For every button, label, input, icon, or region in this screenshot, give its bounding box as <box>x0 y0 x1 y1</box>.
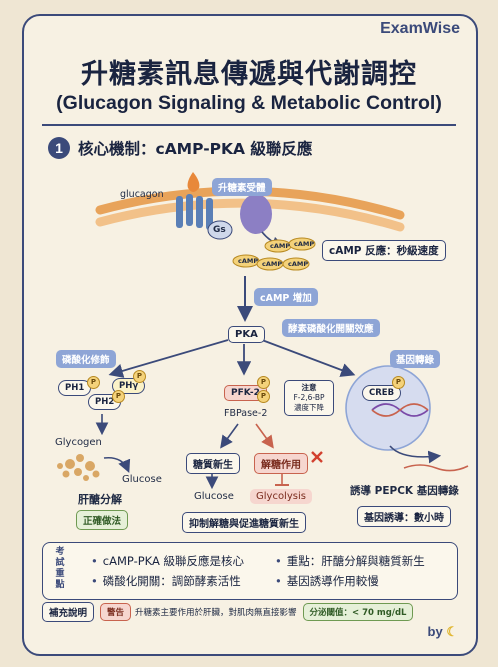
arrow-to-gluconeogenesis <box>220 423 239 449</box>
brand-logo: ExamWise <box>380 20 460 37</box>
attention-box: 注意 F-2,6-BP 濃度下降 <box>284 380 334 416</box>
gluconeogenesis-box: 糖質新生 <box>186 453 240 474</box>
gene-induction-label: 基因誘導：數小時 <box>357 506 451 527</box>
page-title: 升糖素訊息傳遞與代謝調控 <box>81 59 417 90</box>
arrow-to-pepck <box>389 445 442 464</box>
signature-text: by <box>427 624 443 639</box>
phy-phosphate: P <box>133 370 146 383</box>
section-heading: 1 核心機制：cAMP-PKA 級聯反應 <box>48 137 312 159</box>
glycolysis-effect-box: 解糖作用 <box>254 453 308 474</box>
glycolysis-label: Glycolysis <box>250 489 312 504</box>
adenylyl-cyclase <box>240 194 272 234</box>
summary-item-2: 重點：肝醣分解與糖質新生 <box>275 553 425 569</box>
correct-practice-badge: 正確做法 <box>76 510 129 530</box>
arrow-glycogen-to-glucose <box>103 456 131 473</box>
attention-line-2: 濃度下降 <box>294 403 324 412</box>
creb-box: CREB <box>362 385 402 401</box>
camp-cluster <box>232 237 316 271</box>
phosphorylation-label: 磷酸化修飾 <box>56 350 116 368</box>
camp-molecule-4: cAMP <box>262 260 283 268</box>
attention-title: 注意 <box>301 383 317 392</box>
camp-molecule-2: cAMP <box>294 240 315 248</box>
notes-label: 補充說明 <box>42 602 95 622</box>
arrow-pka-left <box>108 339 229 378</box>
warning-badge: 警告 <box>100 603 132 621</box>
exam-key-points: 考試重點 cAMP-PKA 級聯反應是核心 重點：肝醣分解與糖質新生 磷酸化開關… <box>42 542 458 600</box>
section-title: 核心機制：cAMP-PKA 級聯反應 <box>78 140 313 158</box>
threshold-badge: 分泌閾值：< 70 mg/dL <box>302 603 414 621</box>
glucose-left-label: Glucose <box>122 474 162 485</box>
camp-reaction-label: cAMP 反應：秒級速度 <box>322 240 446 261</box>
camp-molecule-1: cAMP <box>270 242 291 250</box>
summary-item-3: 磷酸化開關：調節酵素活性 <box>91 573 241 589</box>
gs-label: Gs <box>213 225 226 235</box>
creb-phosphate: P <box>392 376 405 389</box>
ph2-phosphate: P <box>112 390 125 403</box>
mrna-strand <box>403 464 469 472</box>
warning-text: 升糖素主要作用於肝臟，對肌肉無直接影響 <box>135 608 297 618</box>
section-number: 1 <box>48 137 70 159</box>
enzyme-phos-label: 酵素磷酸化開關效應 <box>282 319 380 337</box>
glucose-center-label: Glucose <box>194 491 234 502</box>
banana-icon: ☾ <box>446 624 458 639</box>
fbpase2-phosphate: P <box>257 390 270 403</box>
glycogenolysis-label: 肝醣分解 <box>78 493 122 506</box>
gene-transcription-label: 基因轉錄 <box>390 350 441 368</box>
pfk2-box: PFK-2 <box>224 385 267 401</box>
pfk2-phosphate: P <box>257 376 270 389</box>
signature: by ☾ <box>428 624 458 640</box>
blocked-x-icon <box>311 451 323 463</box>
arrow-to-glycolysis <box>255 423 274 449</box>
gs-protein <box>207 220 233 240</box>
summary-item-4: 基因誘導作用較慢 <box>275 573 379 589</box>
glucagon-droplet <box>187 172 200 192</box>
glycogen-granules <box>57 454 100 481</box>
glucagon-label: glucagon <box>120 189 164 200</box>
pka-box: PKA <box>228 326 265 343</box>
inhibit-promote-label: 抑制解糖與促進糖質新生 <box>182 512 306 533</box>
fbpase2-label: FBPase-2 <box>224 408 268 419</box>
exam-key-tag: 考試重點 <box>55 547 65 590</box>
summary-item-1: cAMP-PKA 級聯反應是核心 <box>91 553 244 569</box>
dna-helix <box>371 403 429 417</box>
camp-molecule-3: cAMP <box>238 257 259 265</box>
glycogen-label: Glycogen <box>55 437 102 448</box>
ph1-phosphate: P <box>87 376 100 389</box>
attention-line-1: F-2,6-BP <box>293 393 325 402</box>
receptor-shape <box>176 194 213 230</box>
page-subtitle: (Glucagon Signaling & Metabolic Control) <box>56 92 442 114</box>
title-divider <box>42 124 456 126</box>
camp-increase-label: cAMP 增加 <box>254 288 318 306</box>
supplementary-notes: 補充說明 警告 升糖素主要作用於肝臟，對肌肉無直接影響 分泌閾值：< 70 mg… <box>42 602 456 622</box>
receptor-label: 升糖素受體 <box>212 178 272 196</box>
nucleus <box>345 365 431 451</box>
arrow-pka-right <box>261 339 356 377</box>
camp-molecule-5: cAMP <box>288 260 309 268</box>
induce-pepck-label: 誘導 PEPCK 基因轉錄 <box>350 485 459 497</box>
